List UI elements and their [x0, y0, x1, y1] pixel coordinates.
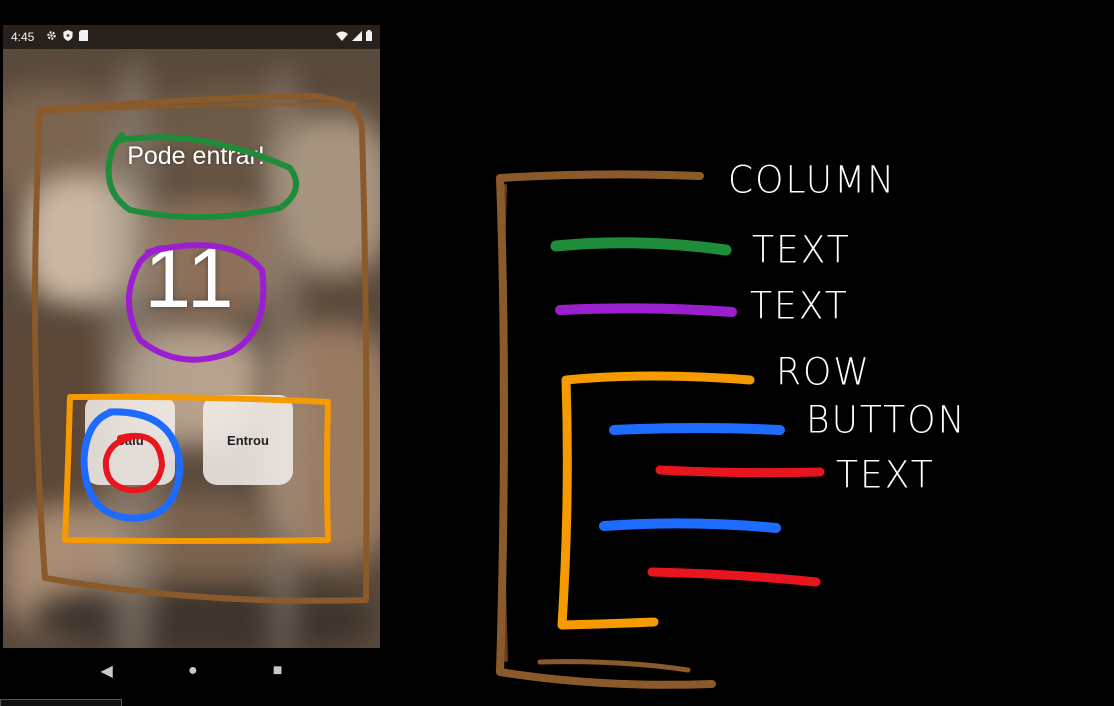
- welcome-text: Pode entrar!: [127, 142, 265, 170]
- entrou-button[interactable]: Entrou: [203, 395, 293, 485]
- label-column: COLUMN: [728, 158, 897, 203]
- wifi-icon: [336, 31, 348, 44]
- shield-icon: [63, 30, 73, 44]
- status-time: 4:45: [11, 30, 35, 44]
- text-line-green: [550, 237, 732, 256]
- blurred-background-image: [3, 25, 380, 648]
- home-icon[interactable]: ●: [187, 662, 198, 679]
- row-bracket: [557, 371, 755, 630]
- status-bar: 4:45: [3, 25, 380, 49]
- settings-icon: [46, 30, 57, 44]
- phone-screen: 4:45: [3, 25, 380, 648]
- label-button: BUTTON: [806, 398, 967, 443]
- text-line-purple: [555, 303, 737, 317]
- text-line-red-1: [655, 465, 825, 478]
- label-text-2: TEXT: [750, 284, 849, 329]
- label-text-1: TEXT: [752, 228, 851, 273]
- text-line-red-2: [647, 567, 821, 587]
- button-line-blue-1: [609, 423, 785, 435]
- signal-icon: [352, 30, 362, 44]
- recents-icon[interactable]: ■: [272, 662, 283, 679]
- android-nav-bar: ◀ ● ■: [3, 648, 380, 694]
- label-row: ROW: [776, 350, 871, 395]
- label-text-3: TEXT: [836, 453, 935, 498]
- back-icon[interactable]: ◀: [100, 663, 113, 680]
- status-icons-right: [336, 30, 372, 44]
- column-bracket: [496, 170, 716, 689]
- counter-text: 11: [144, 231, 236, 325]
- button-line-blue-2: [599, 518, 781, 533]
- status-icons-left: [46, 30, 89, 44]
- battery-icon: [366, 30, 372, 44]
- sd-card-icon: [79, 30, 89, 44]
- saiu-button[interactable]: Saiu: [85, 395, 175, 485]
- window-edge: [0, 699, 122, 706]
